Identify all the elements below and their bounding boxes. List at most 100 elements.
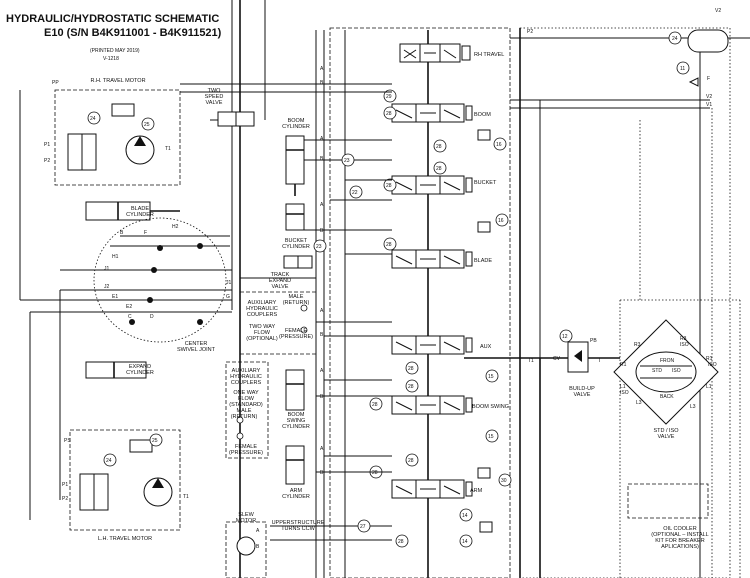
bucket-cylinder: BUCKET CYLINDER — [282, 203, 310, 250]
svg-text:EXPAND: EXPAND — [269, 278, 291, 284]
svg-text:28: 28 — [386, 183, 392, 189]
svg-text:R3: R3 — [680, 336, 687, 342]
svg-text:15: 15 — [488, 434, 494, 440]
right-frame-outline — [519, 27, 731, 578]
svg-text:R3: R3 — [634, 342, 641, 348]
port-v2-top: V2 — [715, 8, 721, 14]
svg-text:AUXILIARY: AUXILIARY — [232, 368, 261, 374]
svg-text:T1: T1 — [183, 494, 189, 500]
svg-text:CYLINDER: CYLINDER — [126, 212, 154, 218]
svg-text:EXPAND: EXPAND — [129, 364, 151, 370]
svg-text:22: 22 — [352, 190, 358, 196]
label-rh-travel: RH TRAVEL — [474, 52, 504, 58]
svg-text:HYDRAULIC: HYDRAULIC — [246, 306, 278, 312]
svg-text:J1: J1 — [226, 280, 232, 286]
svg-text:PP: PP — [52, 80, 59, 86]
relief-valves: 16 16 14 14 — [459, 129, 509, 548]
svg-text:28: 28 — [408, 366, 414, 372]
aux-couplers-two-way: AUXILIARY HYDRAULIC COUPLERS TWO WAY FLO… — [239, 291, 317, 355]
svg-text:28: 28 — [386, 242, 392, 248]
svg-text:ARM: ARM — [290, 488, 303, 494]
svg-text:C: C — [128, 314, 132, 320]
svg-text:P1: P1 — [44, 142, 50, 148]
svg-text:(PRESSURE): (PRESSURE) — [279, 334, 313, 340]
svg-text:AUXILIARY: AUXILIARY — [248, 300, 277, 306]
svg-text:COUPLERS: COUPLERS — [247, 312, 278, 318]
svg-text:12: 12 — [562, 334, 568, 340]
svg-text:CYLINDER: CYLINDER — [282, 124, 310, 130]
valve-section-bucket: BUCKET 28 28 28 — [383, 139, 497, 195]
svg-text:TWO WAY: TWO WAY — [249, 324, 276, 330]
main-control-valve-outline — [329, 27, 511, 578]
svg-text:TWO: TWO — [208, 88, 222, 94]
svg-text:BUILD-UP: BUILD-UP — [569, 386, 595, 392]
svg-text:P1: P1 — [62, 482, 68, 488]
label-arm: ARM — [470, 488, 483, 494]
svg-text:G: G — [226, 294, 230, 300]
svg-text:14: 14 — [462, 539, 468, 545]
svg-text:T1: T1 — [165, 146, 171, 152]
svg-text:16: 16 — [496, 142, 502, 148]
valve-section-rh-travel: RH TRAVEL — [399, 43, 504, 63]
svg-text:ISO: ISO — [620, 390, 629, 396]
svg-text:TRACK: TRACK — [271, 272, 290, 278]
title-line1: HYDRAULIC/HYDROSTATIC SCHEMATIC — [6, 13, 219, 25]
svg-text:PS: PS — [64, 438, 71, 444]
svg-text:TURNS CCW: TURNS CCW — [281, 526, 315, 532]
svg-text:BOOM: BOOM — [288, 118, 305, 124]
rh-travel-motor-label: R.H. TRAVEL MOTOR — [90, 78, 145, 84]
svg-text:E1: E1 — [112, 294, 118, 300]
svg-text:VALVE: VALVE — [658, 434, 675, 440]
center-swivel-joint: CENTER SWIVEL JOINT H2 H1 J1 J2 E1 E2 B … — [93, 217, 232, 353]
svg-text:23: 23 — [316, 244, 322, 250]
svg-text:BACK: BACK — [660, 394, 674, 400]
svg-text:(STANDARD): (STANDARD) — [229, 402, 263, 408]
printed-date: (PRINTED MAY 2019) — [90, 48, 140, 54]
aux-couplers-one-way: AUXILIARY HYDRAULIC COUPLERS ONE WAY FLO… — [225, 361, 269, 459]
svg-text:24: 24 — [106, 458, 112, 464]
svg-text:UPPERSTRUCTURE: UPPERSTRUCTURE — [272, 520, 325, 526]
svg-text:COUPLERS: COUPLERS — [231, 380, 262, 386]
svg-text:24: 24 — [90, 116, 96, 122]
svg-text:ISO: ISO — [680, 342, 689, 348]
svg-text:H1: H1 — [112, 254, 119, 260]
svg-text:28: 28 — [386, 111, 392, 117]
svg-text:FEMALE: FEMALE — [285, 328, 307, 334]
svg-text:25: 25 — [144, 122, 150, 128]
svg-text:BLADE: BLADE — [131, 206, 149, 212]
svg-text:28: 28 — [372, 402, 378, 408]
svg-text:APLICATIONS): APLICATIONS) — [661, 544, 699, 550]
svg-text:16: 16 — [498, 218, 504, 224]
svg-text:H2: H2 — [172, 224, 179, 230]
svg-text:R1: R1 — [706, 356, 713, 362]
port-v2: V2 — [706, 94, 712, 100]
valve-section-aux: AUX 28 — [391, 335, 492, 375]
right-top-lines — [510, 37, 750, 578]
svg-text:CYLINDER: CYLINDER — [282, 424, 310, 430]
svg-text:28: 28 — [436, 166, 442, 172]
svg-text:A: A — [256, 528, 260, 534]
svg-text:L1: L1 — [620, 384, 626, 390]
valve-section-blade: BLADE 28 — [383, 237, 492, 269]
hydraulic-lines — [19, 83, 620, 578]
svg-text:MOTOR: MOTOR — [236, 518, 256, 524]
svg-text:CYLINDER: CYLINDER — [126, 370, 154, 376]
svg-text:23: 23 — [344, 158, 350, 164]
svg-text:P2: P2 — [44, 158, 50, 164]
svg-text:(OPTIONAL): (OPTIONAL) — [246, 336, 278, 342]
std-iso-valve: FRON STD ISO BACK R3 R3 ISO R1 R1 ISO L1… — [613, 319, 719, 440]
label-boom: BOOM — [474, 112, 491, 118]
svg-text:J1: J1 — [104, 266, 110, 272]
svg-text:OIL COOLER: OIL COOLER — [663, 526, 696, 532]
port-v1: V1 — [706, 102, 712, 108]
svg-text:STD: STD — [652, 368, 662, 374]
svg-text:FRON: FRON — [660, 358, 675, 364]
svg-text:(RETURN): (RETURN) — [283, 300, 310, 306]
svg-text:A: A — [320, 308, 324, 314]
svg-text:STD / ISO: STD / ISO — [653, 428, 679, 434]
svg-text:SWIVEL JOINT: SWIVEL JOINT — [177, 347, 216, 353]
lh-travel-motor-label: L.H. TRAVEL MOTOR — [98, 536, 152, 542]
arm-cylinder: ARM CYLINDER — [282, 445, 310, 500]
svg-text:28: 28 — [436, 144, 442, 150]
svg-text:A: A — [320, 368, 324, 374]
